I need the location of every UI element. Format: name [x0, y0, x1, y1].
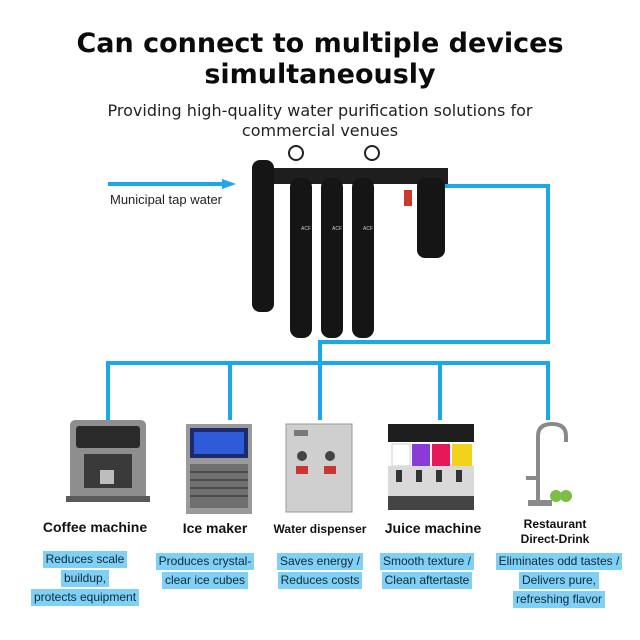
ice-maker-icon	[186, 424, 252, 514]
subtitle-line-1: Providing high-quality water purificatio…	[107, 101, 533, 120]
benefit-ice: Produces crystal- clear ice cubes	[150, 552, 260, 590]
benefit-badge: Smooth texture /	[379, 553, 475, 570]
title-line-2: simultaneously	[204, 59, 436, 90]
pressure-valve	[404, 190, 412, 206]
device-label-coffee: Coffee machine	[42, 519, 148, 535]
benefit-badge: Delivers pure,	[518, 572, 600, 589]
benefit-juice: Smooth texture / Clean aftertaste	[372, 552, 482, 590]
benefit-badge: refreshing flavor	[512, 591, 606, 608]
benefit-badge: Produces crystal-	[155, 553, 255, 570]
device-label-juice: Juice machine	[384, 520, 482, 536]
coffee-machine-icon	[66, 420, 150, 502]
benefit-badge: clear ice cubes	[161, 572, 249, 589]
device-label-restaurant: Restaurant Direct-Drink	[520, 517, 590, 546]
device-label-ice: Ice maker	[182, 520, 248, 536]
benefit-badge: protects equipment	[30, 589, 140, 606]
filter-label-2: ACF	[332, 226, 342, 232]
faucet-icon	[526, 421, 572, 506]
benefit-badge: Reduces costs	[277, 572, 363, 589]
pressure-gauge-icon	[364, 145, 380, 161]
title-line-1: Can connect to multiple devices	[76, 28, 564, 59]
pressure-gauge-icon	[288, 145, 304, 161]
page-subtitle: Providing high-quality water purificatio…	[0, 101, 640, 141]
benefit-badge: Clean aftertaste	[381, 572, 473, 589]
benefit-dispenser: Saves energy / Reduces costs	[265, 552, 375, 590]
benefit-coffee: Reduces scale buildup, protects equipmen…	[20, 550, 150, 607]
post-filter-cartridge	[417, 178, 445, 258]
inlet-label: Municipal tap water	[110, 192, 222, 207]
benefit-badge: buildup,	[60, 570, 110, 587]
filter-cartridge-2	[321, 178, 343, 338]
filter-label-1: ACF	[301, 226, 311, 232]
juice-machine-icon	[388, 424, 474, 510]
benefit-badge: Reduces scale	[42, 551, 128, 568]
benefit-restaurant: Eliminates odd tastes / Delivers pure, r…	[490, 552, 628, 609]
benefit-badge: Eliminates odd tastes /	[495, 553, 623, 570]
filter-cartridge-3	[352, 178, 374, 338]
inlet-arrow-icon	[222, 179, 236, 189]
page-title: Can connect to multiple devices simultan…	[0, 28, 640, 90]
water-dispenser-icon	[285, 423, 353, 513]
benefit-badge: Saves energy /	[276, 553, 364, 570]
pre-filter-cartridge	[252, 160, 274, 312]
device-label-dispenser: Water dispenser	[273, 522, 367, 536]
filter-system: ACF ACF ACF	[252, 145, 448, 338]
subtitle-line-2: commercial venues	[241, 121, 399, 140]
filter-label-3: ACF	[363, 226, 373, 232]
pipe-network	[106, 182, 550, 420]
filter-cartridge-1	[290, 178, 312, 338]
